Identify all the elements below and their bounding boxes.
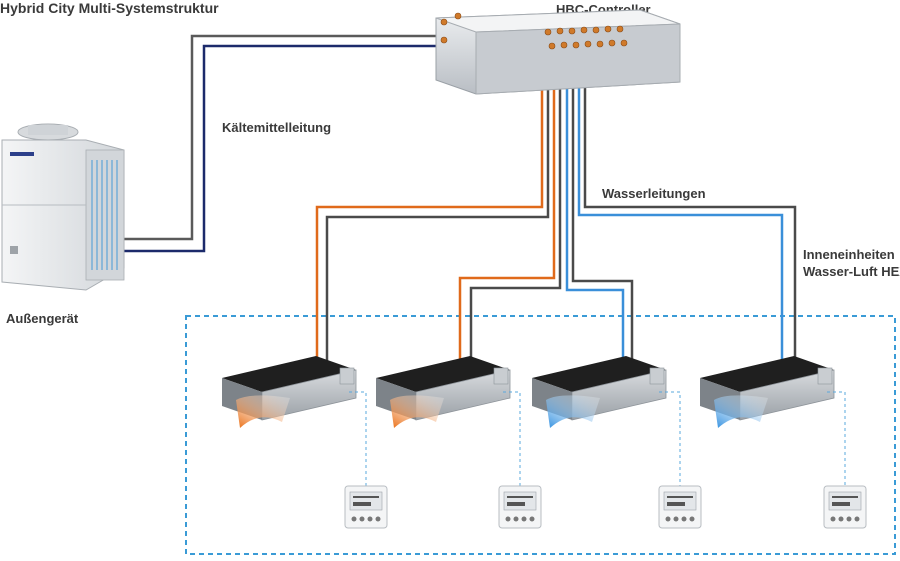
hbc-controller xyxy=(435,9,681,95)
remote-link-2 xyxy=(503,391,521,488)
airflow-warm-1 xyxy=(236,395,290,428)
remote-link-4 xyxy=(827,391,846,488)
water-line-cold-4 xyxy=(577,86,784,360)
outdoor-unit-label: Außengerät xyxy=(6,311,79,326)
airflow-cold-4 xyxy=(714,395,768,428)
remote-link-1 xyxy=(349,391,367,488)
refrigerant-line-navy xyxy=(120,44,440,253)
remote-controller-4 xyxy=(823,485,867,529)
airflow-warm-2 xyxy=(390,395,444,428)
indoor-units-label-1: Inneneinheiten xyxy=(803,247,895,262)
water-line-return-4 xyxy=(583,86,797,362)
indoor-units-frame xyxy=(185,315,896,555)
refrigerant-line-dark xyxy=(120,34,440,241)
water-line-hot-2 xyxy=(458,86,556,360)
remote-controller-2 xyxy=(498,485,542,529)
airflow-cold-3 xyxy=(546,395,600,428)
water-lines-label: Wasserleitungen xyxy=(602,186,706,201)
remote-controller-3 xyxy=(658,485,702,529)
remote-controller-1 xyxy=(344,485,388,529)
outdoor-unit xyxy=(1,123,125,291)
water-line-hot-1 xyxy=(315,86,544,360)
diagram-title: Hybrid City Multi-Systemstruktur xyxy=(0,0,219,16)
water-line-return-3 xyxy=(571,86,634,360)
remote-link-3 xyxy=(659,391,681,488)
indoor-units-label-2: Wasser-Luft HEX xyxy=(803,264,900,279)
water-line-cold-3 xyxy=(565,86,625,358)
water-line-return-2 xyxy=(469,86,562,362)
refrigerant-line-label: Kältemittelleitung xyxy=(222,120,332,135)
water-line-return-1 xyxy=(325,86,550,362)
